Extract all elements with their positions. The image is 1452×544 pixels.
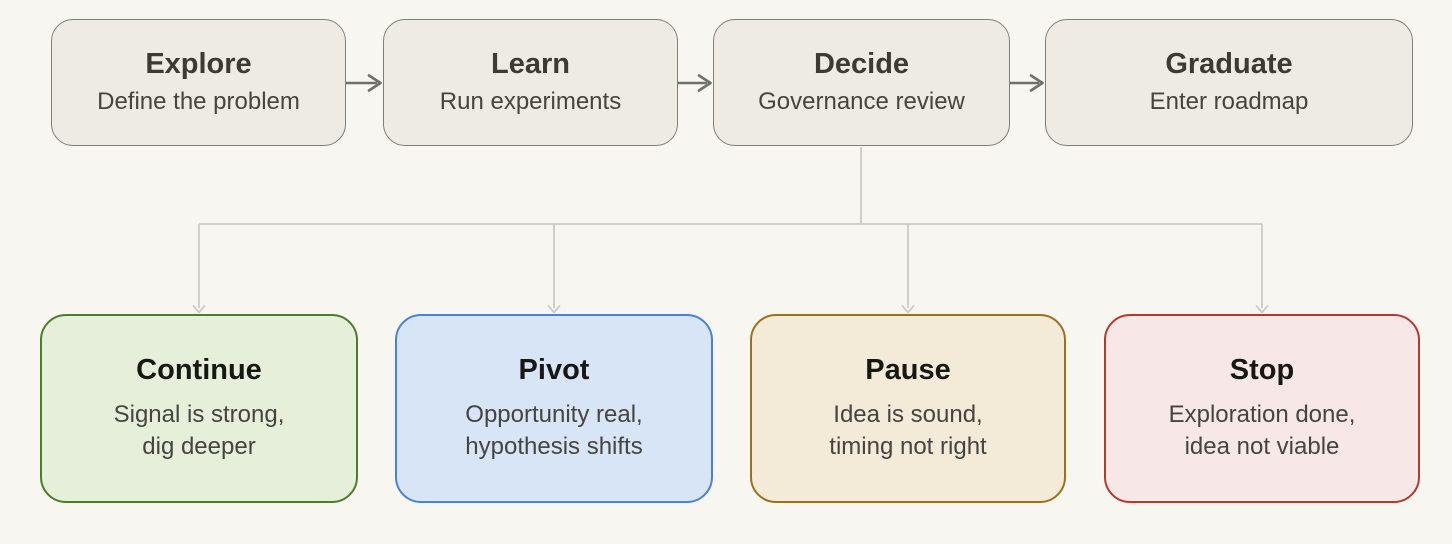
stage-node-decide: Decide Governance review xyxy=(713,19,1010,146)
outcome-title: Stop xyxy=(1229,354,1295,387)
outcome-subtitle: Opportunity real, hypothesis shifts xyxy=(465,400,643,460)
stage-title: Explore xyxy=(145,47,252,80)
stage-title: Graduate xyxy=(1165,47,1293,80)
outcome-node-pivot: Pivot Opportunity real, hypothesis shift… xyxy=(395,314,713,503)
arrow-explore-to-learn xyxy=(346,74,382,92)
outcome-title: Pause xyxy=(865,354,951,387)
stage-title: Learn xyxy=(491,47,570,80)
arrow-learn-to-decide xyxy=(678,74,712,92)
outcome-subtitle: Exploration done, idea not viable xyxy=(1168,400,1356,460)
arrow-decide-to-graduate xyxy=(1010,74,1044,92)
outcome-node-stop: Stop Exploration done, idea not viable xyxy=(1104,314,1420,503)
outcome-title: Continue xyxy=(136,354,262,387)
decision-branch-lines xyxy=(192,147,1269,314)
outcome-node-pause: Pause Idea is sound, timing not right xyxy=(750,314,1066,503)
stage-node-graduate: Graduate Enter roadmap xyxy=(1045,19,1413,146)
stage-subtitle: Define the problem xyxy=(97,88,300,116)
stage-node-learn: Learn Run experiments xyxy=(383,19,678,146)
outcome-subtitle: Idea is sound, timing not right xyxy=(829,400,987,460)
stage-subtitle: Governance review xyxy=(758,88,965,116)
outcome-node-continue: Continue Signal is strong, dig deeper xyxy=(40,314,358,503)
stage-title: Decide xyxy=(813,47,910,80)
stage-node-explore: Explore Define the problem xyxy=(51,19,346,146)
stage-subtitle: Enter roadmap xyxy=(1149,88,1309,116)
stage-subtitle: Run experiments xyxy=(439,88,622,116)
outcome-subtitle: Signal is strong, dig deeper xyxy=(113,400,285,460)
outcome-title: Pivot xyxy=(518,354,590,387)
